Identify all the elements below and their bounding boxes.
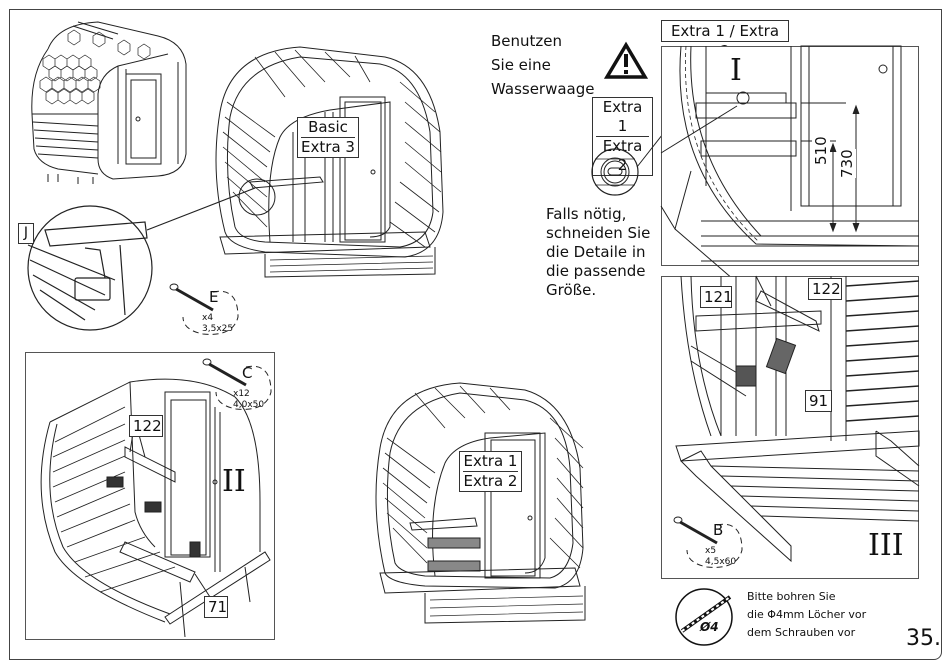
variant-basic: Basic (308, 118, 348, 136)
drill-bit-icon (675, 588, 733, 646)
screw-c-icon (202, 358, 272, 410)
screw-b-icon (673, 516, 743, 568)
screw-e-qty: x4 (202, 313, 214, 323)
level-note: Benutzen Sie eine Wasserwaage (491, 31, 595, 99)
cut-note-line: Falls nötig, (546, 205, 627, 223)
step-i-variant-header: Extra 1 / Extra 2 (661, 20, 789, 60)
part-label-91: 91 (805, 390, 832, 412)
callout-letter: J (23, 225, 29, 241)
step-iii-roman: III (868, 528, 904, 563)
drill-bit-label: Ø4 (700, 620, 719, 634)
screw-c-size: 4,0x50 (233, 400, 265, 410)
sauna-front-basic-illustration (215, 46, 444, 278)
step-i-roman: I (730, 53, 742, 88)
screw-e-letter: E (209, 288, 219, 306)
screw-c-letter: C (242, 364, 253, 382)
screw-b-size: 4,5x60 (705, 557, 737, 567)
variant-extra1: Extra 1 (602, 98, 643, 135)
sauna-overview-illustration (31, 21, 187, 184)
part-122-text: 122 (133, 417, 162, 435)
screw-b-qty: x5 (705, 546, 717, 556)
page-frame (9, 9, 942, 660)
variant-label-level: Extra 1 Extra 2 (592, 97, 653, 176)
detail-j-magnifier (27, 187, 256, 331)
cut-note: Falls nötig, schneiden Sie die Detaile i… (546, 205, 650, 300)
drill-note-line: Bitte bohren Sie (747, 590, 836, 603)
level-note-line: Wasserwaage (491, 80, 595, 98)
variant-label-extra1-extra2: Extra 1 Extra 2 (459, 451, 522, 492)
step-iii-bench-illustration (675, 275, 920, 563)
variant-extra1: Extra 1 (463, 452, 518, 470)
part-122-text: 122 (812, 280, 841, 298)
cut-note-line: Größe. (546, 281, 597, 299)
cut-note-line: schneiden Sie (546, 224, 651, 242)
level-note-line: Sie eine (491, 56, 551, 74)
screw-e-size: 3,5x25 (202, 324, 234, 334)
cut-note-line: die Detaile in (546, 243, 646, 261)
variant-extra3: Extra 3 (301, 137, 355, 156)
part-label-121: 121 (700, 286, 733, 308)
sauna-front-extra-illustration (375, 382, 586, 624)
screw-e-icon (169, 283, 239, 335)
step-iii-panel (661, 276, 919, 579)
part-91-text: 91 (809, 392, 829, 410)
warning-triangle-icon (603, 41, 649, 79)
step-ii-panel (25, 352, 275, 640)
screw-c-qty: x12 (233, 389, 250, 399)
part-label-71: 71 (204, 596, 228, 618)
variant-extra2: Extra 2 (463, 471, 518, 490)
part-71-text: 71 (208, 598, 228, 616)
step-i-level-illustration (660, 45, 920, 287)
step-ii-bench-supports-illustration (40, 378, 271, 638)
screw-b-letter: B (713, 521, 724, 539)
part-label-122-step-ii: 122 (129, 415, 163, 437)
dimension-510: 510 (812, 136, 830, 165)
step-ii-roman: II (222, 464, 246, 499)
drill-note-line: die Φ4mm Löcher vor (747, 608, 867, 621)
drill-note-line: dem Schrauben vor (747, 626, 856, 639)
page-number: 35. (906, 626, 941, 651)
part-label-122-step-iii: 122 (808, 278, 842, 300)
variant-label-basic-extra3: Basic Extra 3 (297, 117, 359, 158)
level-note-line: Benutzen (491, 32, 563, 50)
dimension-730: 730 (838, 149, 856, 178)
variant-extra2: Extra 2 (596, 136, 649, 175)
cut-note-line: die passende (546, 262, 646, 280)
detail-callout-j: J (18, 223, 34, 244)
part-121-text: 121 (704, 288, 733, 306)
drill-note: Bitte bohren Sie die Φ4mm Löcher vor dem… (747, 589, 866, 641)
